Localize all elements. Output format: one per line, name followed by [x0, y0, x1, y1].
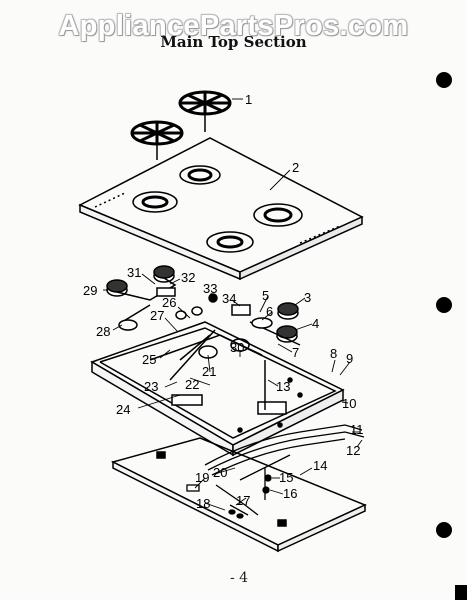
main-top-panel [78, 137, 364, 281]
callout-28: 28 [96, 324, 110, 339]
binder-hole-bottom [436, 522, 452, 538]
callout-21: 21 [202, 364, 216, 379]
burner-grate-rear [178, 90, 232, 132]
callout-20: 20 [213, 465, 227, 480]
burner-box-pan [90, 321, 345, 457]
callout-17: 17 [236, 493, 250, 508]
callout-24: 24 [116, 402, 130, 417]
callout-7: 7 [292, 345, 299, 360]
callout-15: 15 [279, 470, 293, 485]
page-footer: - 4 [230, 570, 249, 586]
callout-3: 3 [304, 290, 311, 305]
callout-14: 14 [313, 458, 327, 473]
callout-11: 11 [350, 422, 364, 437]
callout-26: 26 [162, 295, 176, 310]
callout-10: 10 [342, 396, 356, 411]
callout-29: 29 [83, 283, 97, 298]
callout-34: 34 [222, 291, 236, 306]
bottom-panel [110, 437, 367, 553]
corner-mark [455, 585, 467, 600]
callout-27: 27 [150, 308, 164, 323]
callout-22: 22 [185, 377, 199, 392]
callout-9: 9 [346, 351, 353, 366]
callout-18: 18 [196, 496, 210, 511]
callout-5: 5 [262, 288, 269, 303]
callout-23: 23 [144, 379, 158, 394]
callout-6: 6 [266, 304, 273, 319]
callout-31: 31 [127, 265, 141, 280]
gas-tubing [186, 424, 365, 519]
callout-labels: 1 2 3 4 5 6 7 8 9 10 11 12 13 14 15 16 1… [83, 92, 364, 511]
callout-13: 13 [276, 379, 290, 394]
callout-33: 33 [203, 281, 217, 296]
leader-lines [103, 98, 363, 511]
callout-4: 4 [312, 316, 319, 331]
callout-32: 32 [181, 270, 195, 285]
callout-2: 2 [292, 160, 299, 175]
burner-assemblies [106, 265, 301, 359]
burner-grate-front [130, 120, 184, 160]
watermark: AppliancePartsPros.com [58, 10, 409, 42]
binder-hole-middle [436, 297, 452, 313]
callout-16: 16 [283, 486, 297, 501]
callout-8: 8 [330, 346, 337, 361]
callout-12: 12 [346, 443, 360, 458]
callout-1: 1 [245, 92, 252, 107]
callout-30: 30 [230, 340, 244, 355]
callout-19: 19 [195, 470, 209, 485]
page-title: Main Top Section [160, 33, 307, 51]
binder-hole-top [436, 72, 452, 88]
callout-25: 25 [142, 352, 156, 367]
